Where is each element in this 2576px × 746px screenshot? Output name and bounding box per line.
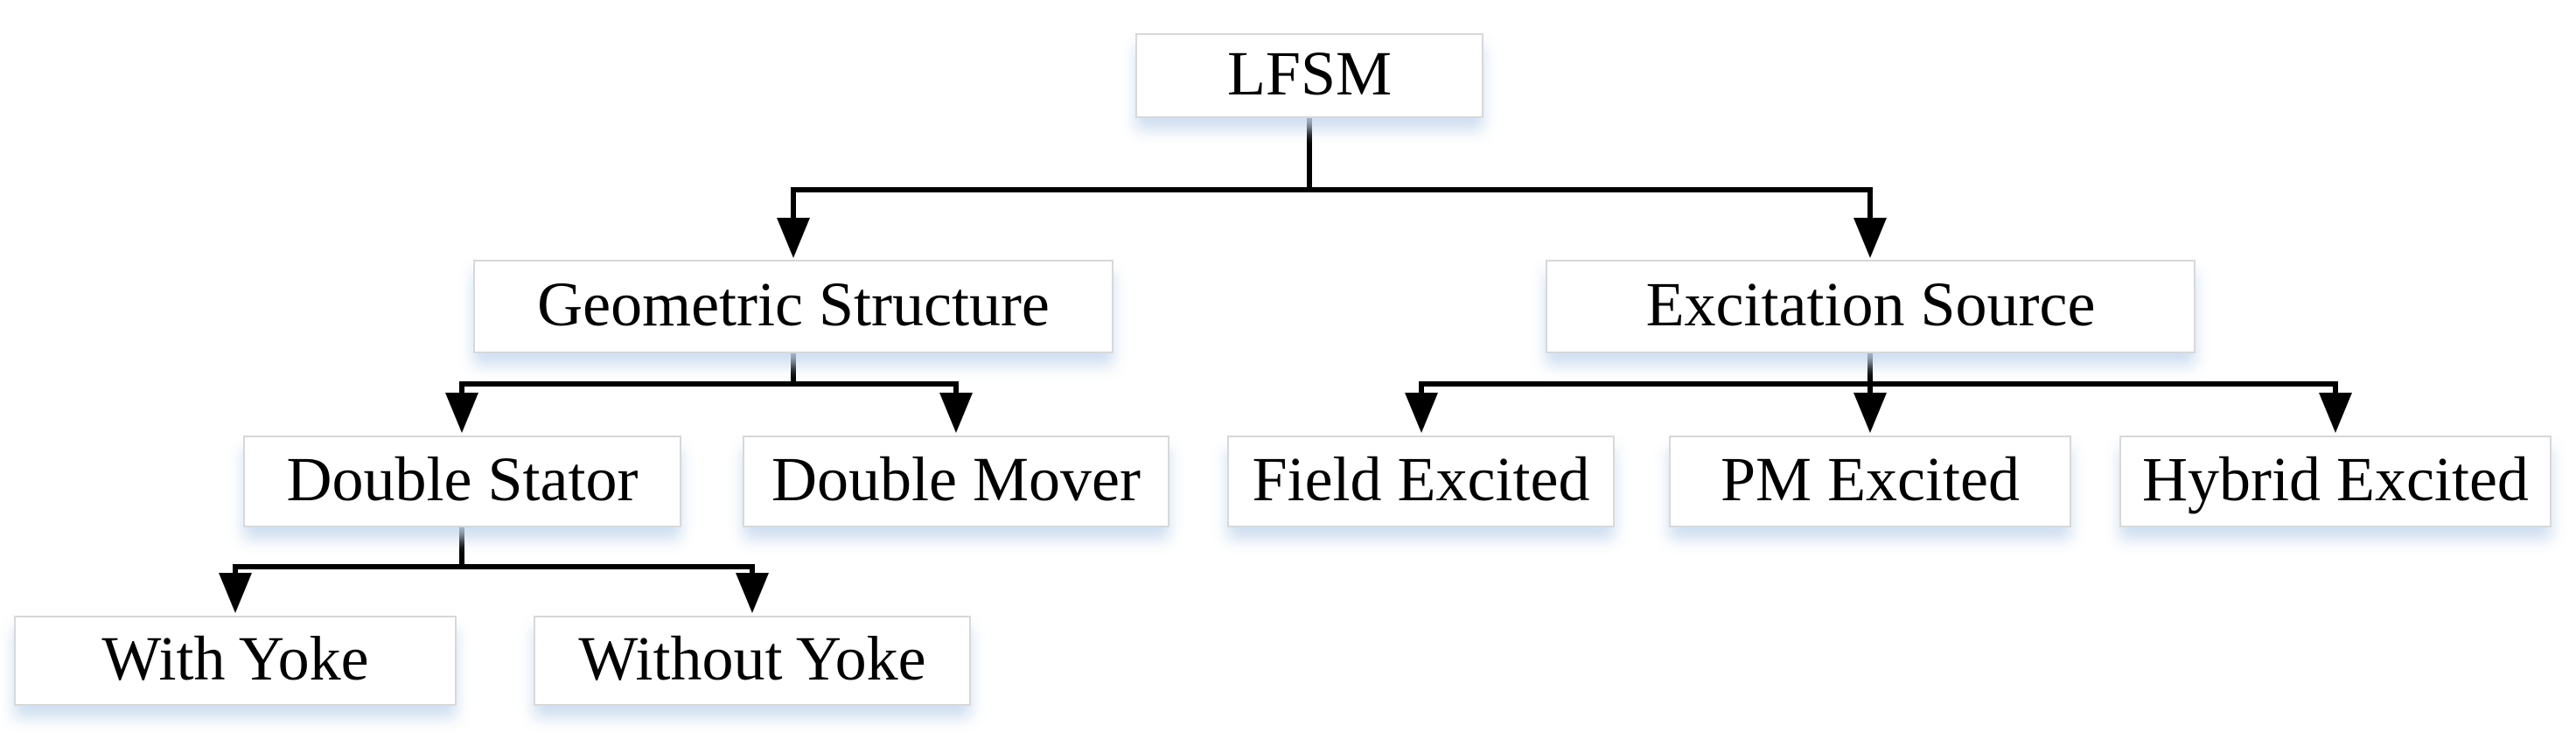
node-field-excited: Field Excited: [1227, 436, 1615, 527]
connector-geometric-bracket: [459, 381, 959, 395]
node-double-stator: Double Stator: [243, 436, 681, 527]
arrowhead-double-mover: [939, 393, 973, 433]
node-geometric-structure: Geometric Structure: [473, 260, 1113, 353]
arrowhead-geometric-structure: [777, 218, 810, 258]
node-lfsm: LFSM: [1135, 33, 1483, 118]
node-without-yoke-label: Without Yoke: [578, 623, 926, 694]
arrowhead-pm-excited: [1853, 393, 1887, 433]
connector-double-stator-bracket: [233, 564, 755, 575]
node-hybrid-excited: Hybrid Excited: [2119, 436, 2552, 527]
node-excitation-source-label: Excitation Source: [1645, 268, 2096, 339]
node-double-mover: Double Mover: [743, 436, 1169, 527]
node-field-excited-label: Field Excited: [1252, 443, 1590, 514]
connector-lfsm-bracket: [791, 187, 1873, 220]
arrowhead-field-excited: [1405, 393, 1438, 433]
node-with-yoke-label: With Yoke: [101, 623, 369, 694]
node-double-stator-label: Double Stator: [286, 443, 639, 514]
node-pm-excited-label: PM Excited: [1721, 443, 2020, 514]
arrowhead-hybrid-excited: [2319, 393, 2352, 433]
arrowhead-with-yoke: [219, 573, 252, 613]
arrowhead-double-stator: [445, 393, 478, 433]
node-geometric-structure-label: Geometric Structure: [537, 268, 1050, 339]
node-double-mover-label: Double Mover: [771, 443, 1141, 514]
node-with-yoke: With Yoke: [14, 616, 457, 706]
node-without-yoke: Without Yoke: [534, 616, 971, 706]
node-lfsm-label: LFSM: [1226, 38, 1393, 108]
node-hybrid-excited-label: Hybrid Excited: [2142, 443, 2529, 514]
connector-excitation-bracket: [1419, 381, 2338, 395]
arrowhead-excitation-source: [1853, 218, 1887, 258]
arrowhead-without-yoke: [736, 573, 769, 613]
node-excitation-source: Excitation Source: [1546, 260, 2196, 353]
node-pm-excited: PM Excited: [1669, 436, 2071, 527]
